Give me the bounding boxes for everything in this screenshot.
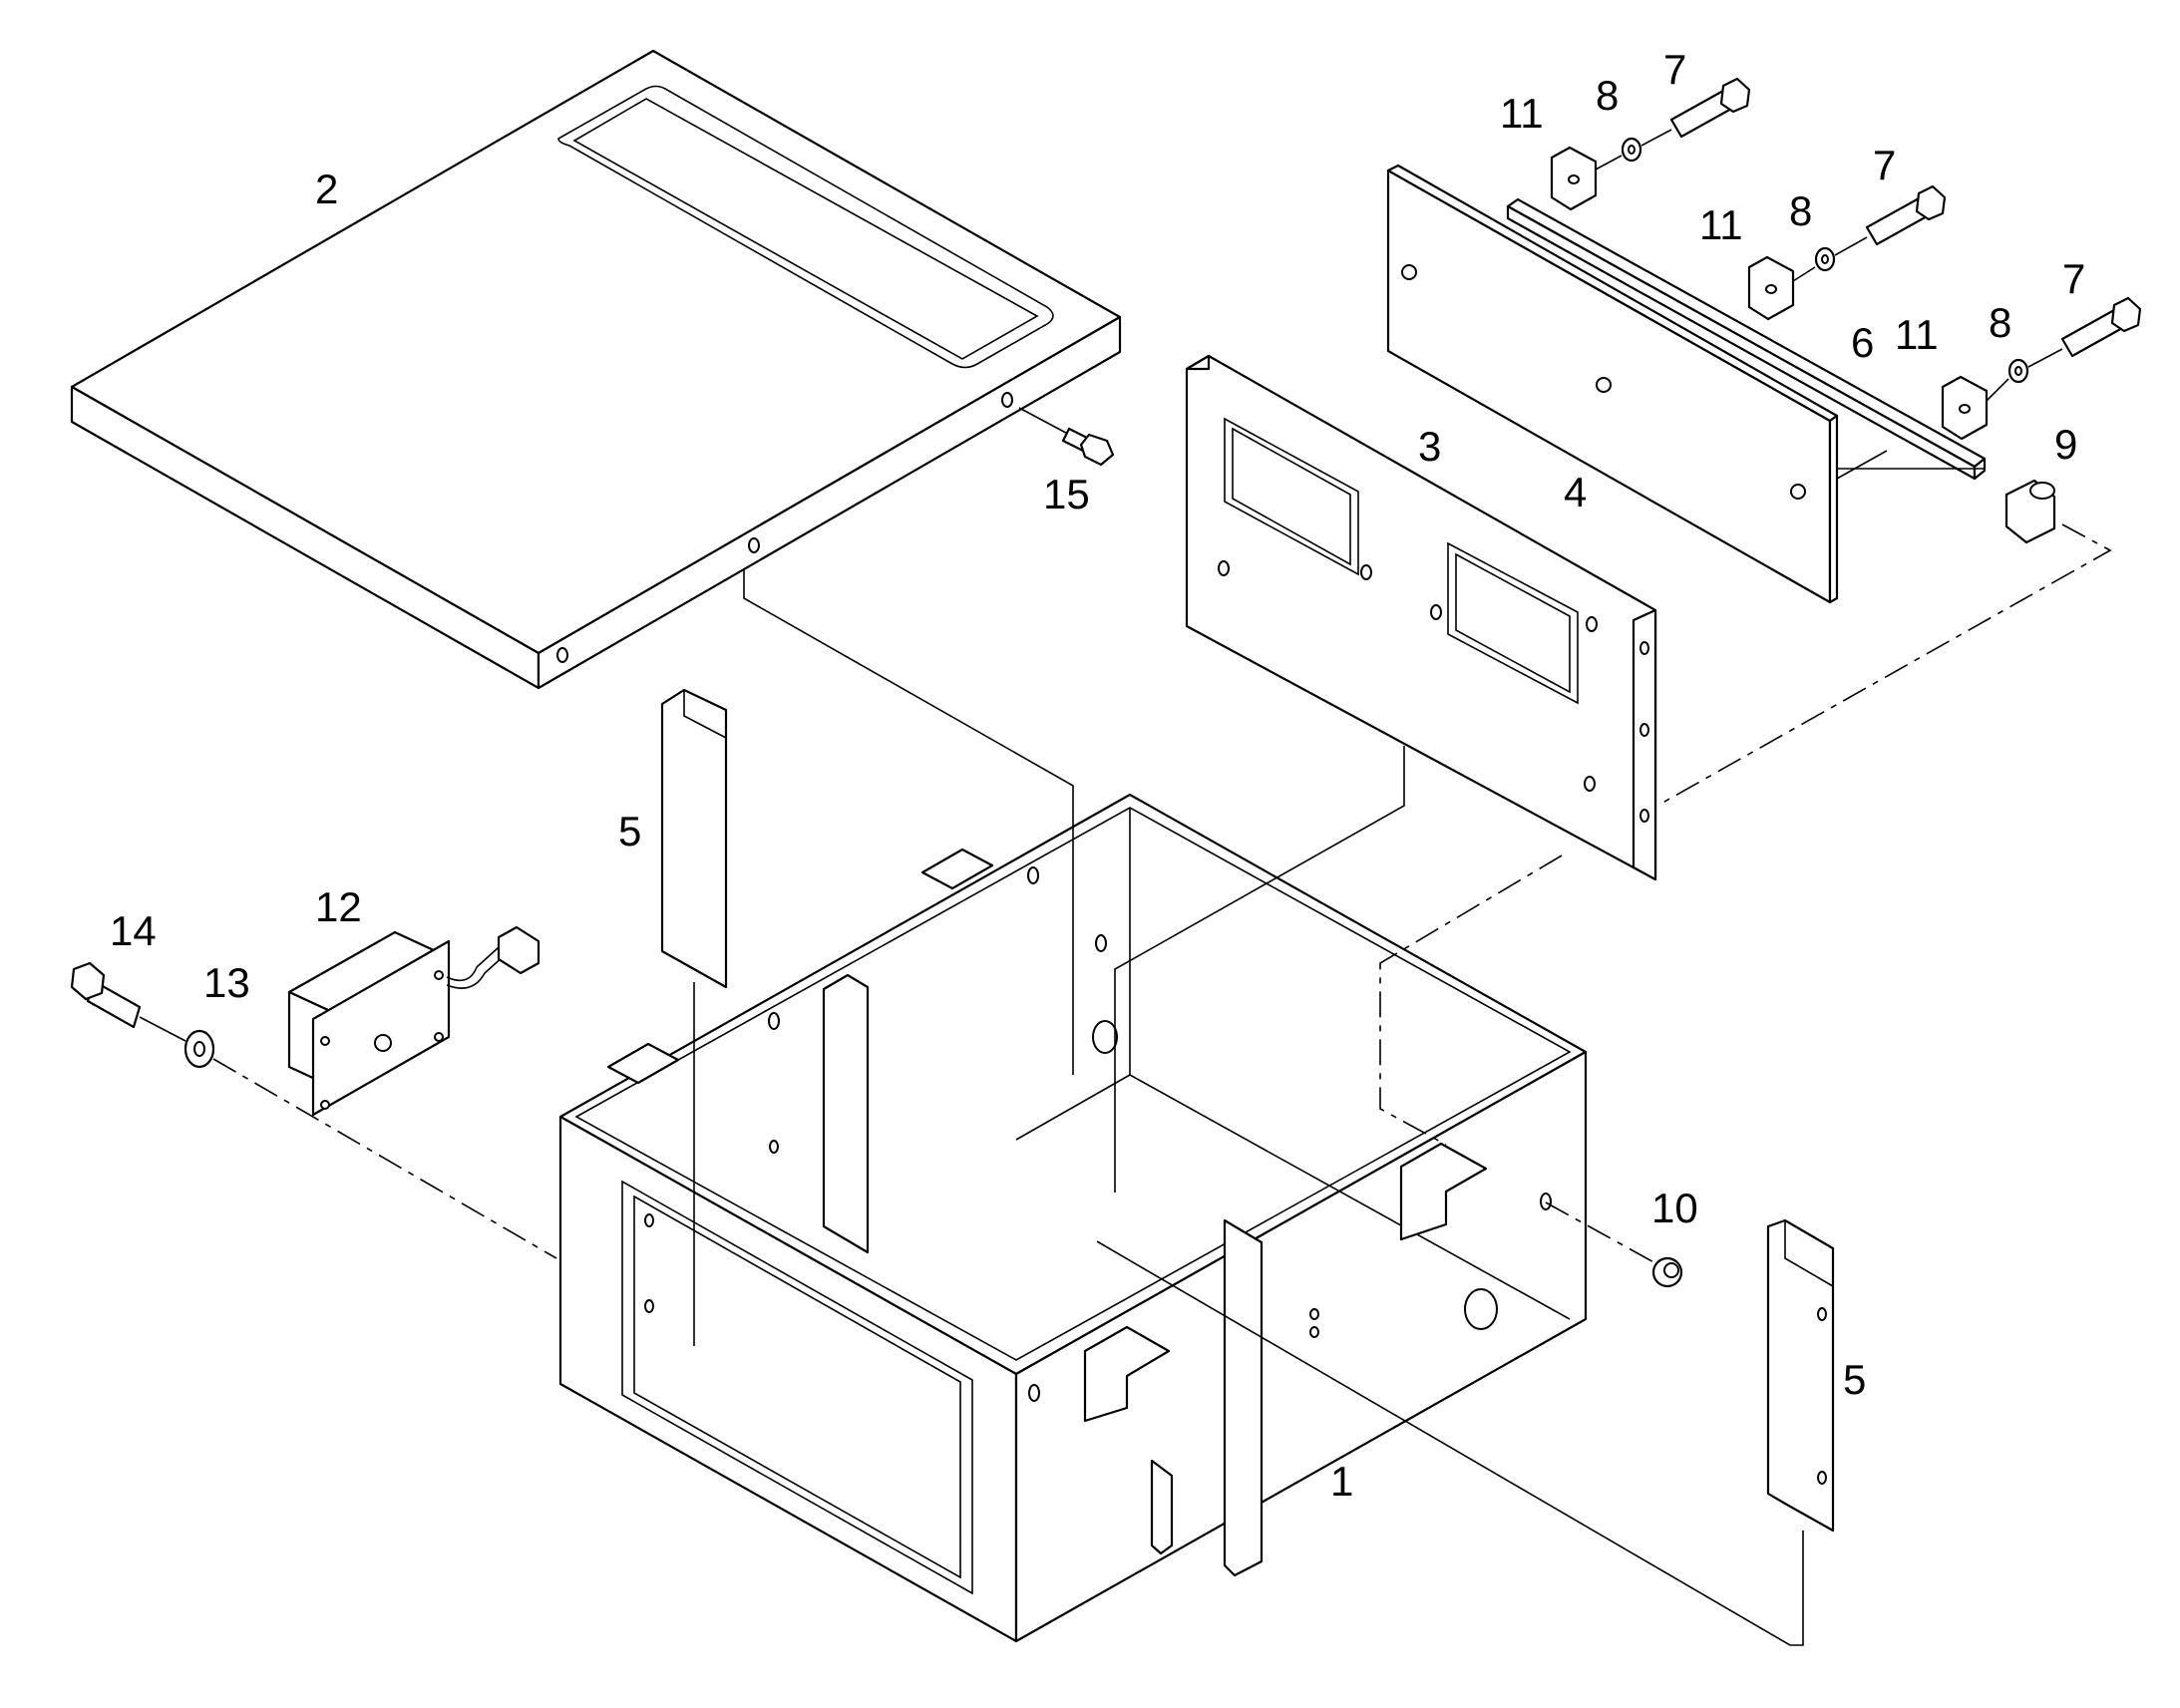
callout-15: 15 (1043, 471, 1090, 517)
callout-7-b: 7 (1873, 142, 1896, 188)
callout-6: 6 (1851, 319, 1874, 366)
part-7-bolt-a (1669, 77, 1751, 139)
callout-5-left: 5 (618, 808, 641, 854)
part-5-channel-left (660, 688, 728, 1346)
callout-4: 4 (1564, 469, 1587, 515)
callout-8-a: 8 (1596, 72, 1619, 119)
assembly-reference-lines (743, 450, 1985, 1193)
callout-11-c: 11 (1895, 311, 1939, 358)
part-2-top-cover (70, 49, 1122, 690)
callout-7-a: 7 (1663, 46, 1686, 93)
callout-9: 9 (2054, 421, 2077, 468)
callout-1: 1 (1330, 1458, 1353, 1505)
callout-11-b: 11 (1699, 201, 1743, 248)
part-15-screw (1018, 407, 1115, 467)
part-1-main-box (558, 793, 1588, 1643)
callout-8-c: 8 (1989, 299, 2011, 346)
bolt-leader-lines (1595, 129, 2063, 402)
callout-2: 2 (315, 166, 338, 212)
part-8-washer-c (2007, 358, 2029, 384)
part-5-channel-right (1096, 1218, 1835, 1646)
part-11-bracket-b (1747, 255, 1795, 321)
callout-13: 13 (203, 959, 250, 1006)
part-8-washer-b (1814, 246, 1836, 272)
part-10-grommet (1651, 1256, 1683, 1288)
part-7-bolt-b (1865, 184, 1947, 246)
callout-3: 3 (1418, 423, 1441, 470)
part-13-washer (183, 1029, 215, 1069)
callout-8-b: 8 (1789, 187, 1812, 234)
callout-12: 12 (315, 883, 362, 930)
part-14-screw (70, 961, 186, 1042)
part-11-bracket-c (1941, 375, 1989, 441)
callout-5-right: 5 (1843, 1356, 1866, 1403)
part-8-washer-a (1621, 137, 1642, 163)
callout-14: 14 (110, 907, 157, 954)
part-12-module (287, 925, 541, 1117)
callout-labels: 1 2 3 4 5 5 6 7 7 7 8 8 8 9 10 11 11 11 … (110, 46, 2085, 1505)
callout-11-a: 11 (1500, 90, 1544, 137)
part-9-bushing (2004, 479, 2056, 544)
callout-7-c: 7 (2062, 255, 2085, 302)
part-7-bolt-c (2060, 296, 2142, 358)
callout-10: 10 (1651, 1185, 1698, 1231)
part-6-rail (1506, 197, 1987, 481)
part-4-plate (1386, 164, 1839, 604)
assembly-dashed-lines (212, 523, 2112, 1265)
part-11-bracket-a (1550, 146, 1598, 211)
part-3-front-panel (1185, 354, 1657, 881)
